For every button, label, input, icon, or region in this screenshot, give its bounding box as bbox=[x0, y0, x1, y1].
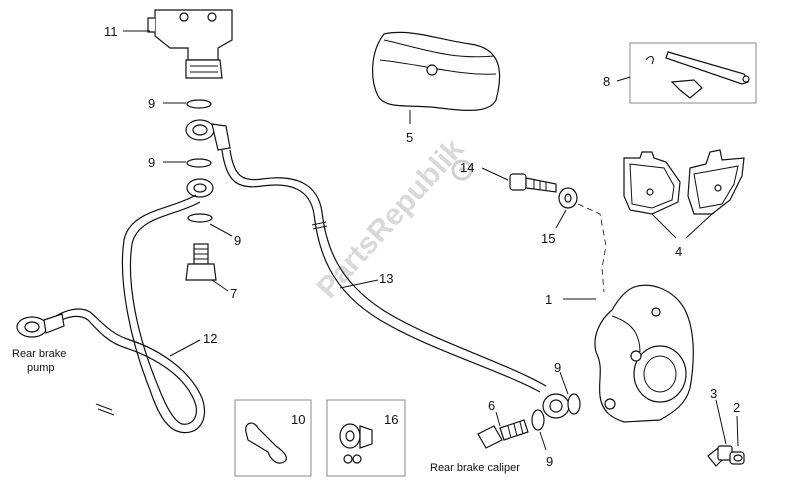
label-9-b: 9 bbox=[148, 155, 155, 170]
watermark-gear-icon bbox=[451, 159, 473, 181]
hose-13-inner bbox=[229, 149, 547, 387]
caption-rear-brake-pump-line1: Rear brake bbox=[12, 348, 66, 360]
hose-12-inner bbox=[57, 201, 201, 425]
part-15-washer bbox=[558, 187, 578, 209]
hose-12-outer bbox=[55, 194, 206, 434]
label-7: 7 bbox=[230, 286, 237, 301]
label-16: 16 bbox=[384, 412, 398, 427]
part-7-banjo-bolt bbox=[185, 243, 217, 281]
label-9-c: 9 bbox=[234, 233, 241, 248]
banjo-fitting-top bbox=[185, 119, 231, 151]
part-2-bleeder-cap bbox=[729, 451, 745, 465]
pump-banjo-fitting bbox=[16, 313, 65, 338]
label-9-d: 9 bbox=[554, 360, 561, 375]
label-9-a: 9 bbox=[148, 96, 155, 111]
part-4-brake-pads bbox=[623, 149, 745, 215]
washer-9-caliper-left bbox=[531, 409, 545, 431]
caption-rear-brake-pump-line2: pump bbox=[27, 362, 55, 374]
label-1: 1 bbox=[545, 292, 552, 307]
washer-9-low bbox=[187, 213, 213, 223]
label-10: 10 bbox=[291, 412, 305, 427]
banjo-fitting-low bbox=[186, 178, 214, 198]
label-11: 11 bbox=[104, 24, 118, 39]
part-14-bolt bbox=[509, 173, 557, 193]
part-10-box bbox=[234, 399, 312, 477]
label-8: 8 bbox=[603, 74, 610, 89]
caliper-banjo-fitting bbox=[542, 393, 570, 419]
label-13: 13 bbox=[379, 271, 393, 286]
label-14: 14 bbox=[460, 160, 474, 175]
part-16-box bbox=[326, 399, 406, 477]
label-3: 3 bbox=[710, 386, 717, 401]
part-1-brake-caliper bbox=[594, 284, 694, 423]
washer-9-mid bbox=[186, 158, 212, 168]
label-12: 12 bbox=[203, 331, 217, 346]
label-15: 15 bbox=[541, 231, 555, 246]
label-2: 2 bbox=[733, 400, 740, 415]
caption-rear-brake-caliper: Rear brake caliper bbox=[430, 462, 520, 474]
part-6-banjo-bolt bbox=[477, 419, 529, 449]
part-8-pin-kit-box bbox=[629, 42, 757, 104]
label-5: 5 bbox=[406, 130, 413, 145]
washer-9-top bbox=[186, 99, 212, 109]
washer-9-caliper-right bbox=[567, 393, 581, 415]
label-4: 4 bbox=[675, 244, 682, 259]
part-5-protective-cover bbox=[372, 31, 501, 111]
hose-13-outer bbox=[221, 149, 541, 393]
label-9-e: 9 bbox=[546, 454, 553, 469]
label-6: 6 bbox=[488, 398, 495, 413]
part-3-bleeder-screw bbox=[707, 445, 733, 467]
part-11-master-cylinder bbox=[147, 9, 233, 79]
